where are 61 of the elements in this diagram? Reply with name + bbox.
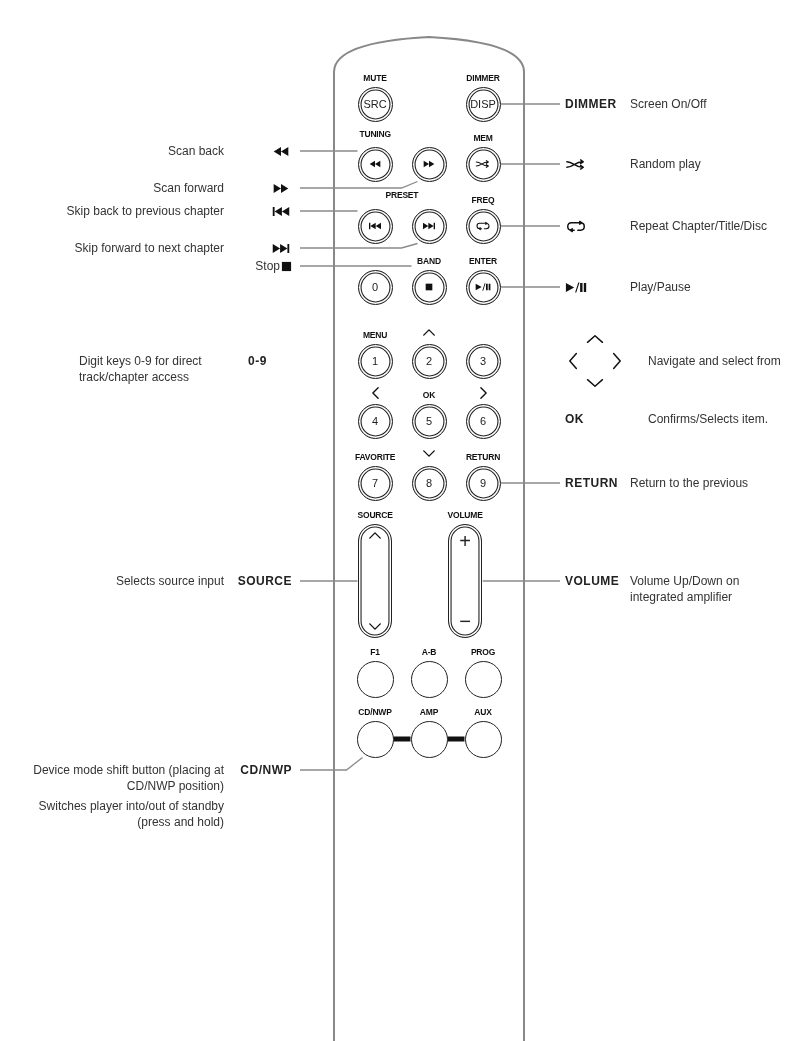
button-label: DIMMER bbox=[466, 72, 500, 84]
callout-text: Screen On/Off bbox=[630, 96, 707, 112]
button-label: SOURCE bbox=[357, 510, 393, 521]
leader-line bbox=[499, 225, 561, 227]
leader-line bbox=[299, 756, 364, 771]
button-label: AUX bbox=[474, 706, 492, 718]
callout-text: Skip back to previous chapter bbox=[66, 203, 224, 219]
leader-line bbox=[299, 180, 419, 189]
leader-line bbox=[299, 242, 419, 249]
callout-text: Stop bbox=[255, 258, 280, 274]
key-name: 0-9 bbox=[248, 353, 267, 369]
button-label: BAND bbox=[417, 255, 441, 267]
button-label: MUTE bbox=[363, 72, 387, 84]
connector-bar bbox=[447, 736, 465, 742]
button-label: OK bbox=[422, 389, 436, 401]
button-label: ENTER bbox=[469, 255, 497, 267]
callout-text: Skip forward to next chapter bbox=[74, 240, 224, 256]
key-name: RETURN bbox=[564, 475, 619, 491]
callout-text: Selects source input bbox=[115, 573, 224, 589]
connector-bar bbox=[393, 736, 411, 742]
callout-text: Random play bbox=[630, 156, 701, 172]
leader-line bbox=[299, 210, 359, 212]
leader-line bbox=[499, 103, 561, 105]
button-label: VOLUME bbox=[447, 510, 483, 521]
key-name: OK bbox=[565, 411, 584, 427]
leader-line bbox=[299, 150, 359, 152]
leader-line bbox=[499, 482, 561, 484]
description-text: Digit keys 0-9 for direct track/chapter access bbox=[79, 353, 203, 385]
description-text: Navigate and select from bbox=[648, 353, 781, 369]
callout-text: Repeat Chapter/Title/Disc bbox=[630, 218, 767, 234]
button-label: MEM bbox=[473, 132, 493, 144]
callout-text: Scan back bbox=[167, 143, 224, 159]
leader-line bbox=[299, 265, 413, 267]
button-label: PRESET bbox=[385, 190, 419, 201]
callout-text: Device mode shift button (placing at CD/NWP position) bbox=[32, 762, 224, 794]
button-label: A-B bbox=[421, 646, 437, 658]
callout-text: Volume Up/Down on integrated amplifier bbox=[630, 573, 741, 605]
button-label: RETURN bbox=[465, 451, 501, 463]
description-text: Confirms/Selects item. bbox=[648, 411, 769, 427]
button-label: TUNING bbox=[359, 129, 391, 140]
button-symbol: − bbox=[459, 611, 471, 631]
leader-line bbox=[499, 286, 561, 288]
key-name: VOLUME bbox=[564, 573, 621, 589]
leader-line bbox=[299, 580, 359, 582]
button-label: FAVORITE bbox=[355, 451, 396, 463]
button-label: MENU bbox=[362, 329, 388, 341]
key-name: DIMMER bbox=[564, 96, 618, 112]
callout-text: Play/Pause bbox=[630, 279, 691, 295]
leader-line bbox=[482, 580, 561, 582]
button-symbol: + bbox=[459, 531, 471, 551]
callout-text: Scan forward bbox=[153, 180, 224, 196]
leader-line bbox=[499, 163, 561, 165]
button-label: PROG bbox=[470, 646, 496, 658]
button-label: FREQ bbox=[471, 194, 495, 206]
button-label: CD/NWP bbox=[358, 706, 392, 718]
button-label: AMP bbox=[419, 706, 439, 718]
key-name: CD/NWP bbox=[239, 762, 293, 778]
key-name: SOURCE bbox=[236, 573, 293, 589]
button-label: F1 bbox=[370, 646, 380, 658]
callout-text: Return to the previous bbox=[630, 475, 749, 491]
callout-text: Switches player into/out of standby (press and hold) bbox=[37, 798, 224, 830]
